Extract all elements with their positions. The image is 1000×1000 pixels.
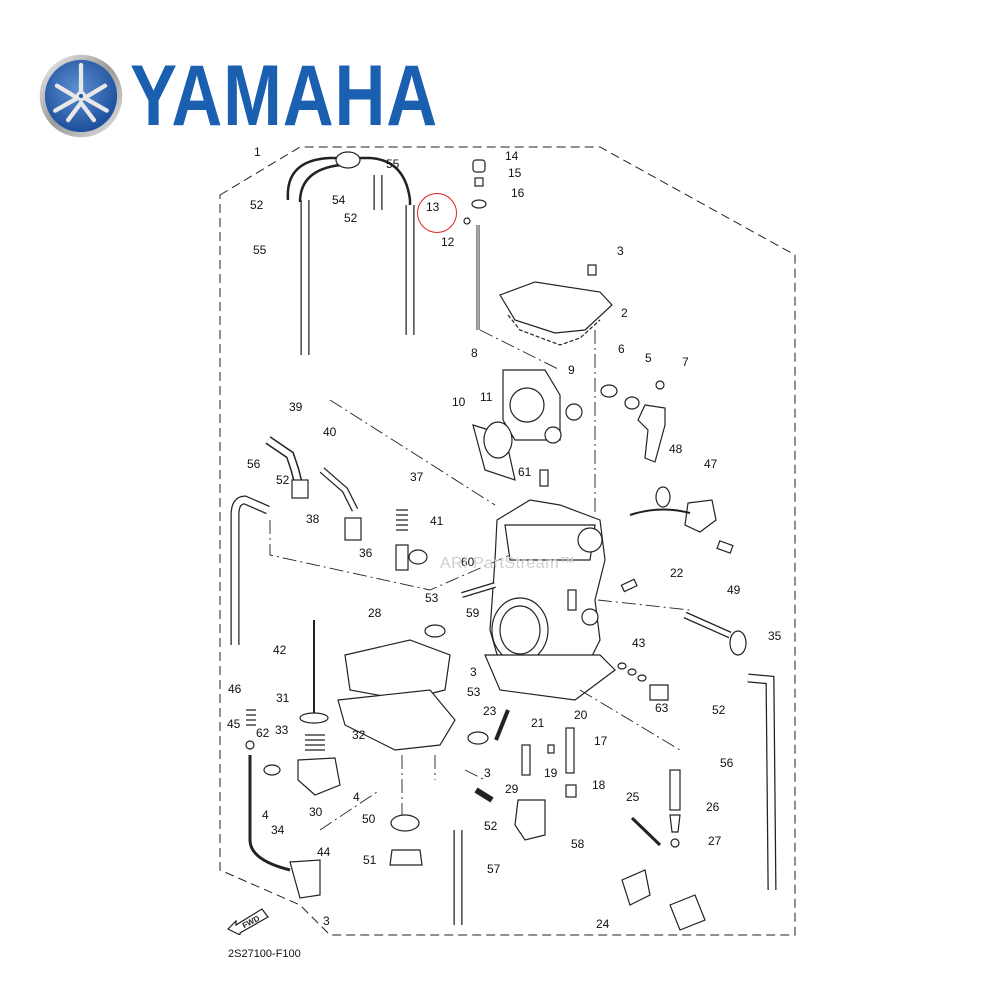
callout-61[interactable]: 61 xyxy=(518,465,532,479)
callout-33[interactable]: 33 xyxy=(275,723,289,737)
callout-51[interactable]: 51 xyxy=(363,853,377,867)
callout-7[interactable]: 7 xyxy=(682,355,689,369)
callout-24[interactable]: 24 xyxy=(596,917,610,931)
callout-29[interactable]: 29 xyxy=(505,782,519,796)
callout-20[interactable]: 20 xyxy=(574,708,588,722)
callout-37[interactable]: 37 xyxy=(410,470,424,484)
callout-40[interactable]: 40 xyxy=(323,425,337,439)
diagram-code: 2S27100-F100 xyxy=(228,948,301,960)
callout-35[interactable]: 35 xyxy=(768,629,782,643)
callout-14[interactable]: 14 xyxy=(505,149,519,163)
callout-32[interactable]: 32 xyxy=(352,728,366,742)
callout-26[interactable]: 26 xyxy=(706,800,720,814)
callout-21[interactable]: 21 xyxy=(531,716,545,730)
yamaha-tuning-fork-emblem-icon xyxy=(39,54,123,138)
callout-41[interactable]: 41 xyxy=(430,514,444,528)
callout-11[interactable]: 11 xyxy=(480,390,493,404)
callout-52[interactable]: 52 xyxy=(250,198,264,212)
callout-53[interactable]: 53 xyxy=(467,685,481,699)
callout-55[interactable]: 55 xyxy=(253,243,267,257)
callout-47[interactable]: 47 xyxy=(704,457,718,471)
callout-27[interactable]: 27 xyxy=(708,834,722,848)
highlighted-callout-circle xyxy=(417,193,457,233)
callout-56[interactable]: 56 xyxy=(720,756,734,770)
callout-43[interactable]: 43 xyxy=(632,636,646,650)
callout-34[interactable]: 34 xyxy=(271,823,285,837)
callout-30[interactable]: 30 xyxy=(309,805,323,819)
callout-45[interactable]: 45 xyxy=(227,717,241,731)
callout-17[interactable]: 17 xyxy=(594,734,608,748)
callout-38[interactable]: 38 xyxy=(306,512,320,526)
callout-50[interactable]: 50 xyxy=(362,812,376,826)
callout-57[interactable]: 57 xyxy=(487,862,501,876)
callout-59[interactable]: 59 xyxy=(466,606,480,620)
callout-19[interactable]: 19 xyxy=(544,766,558,780)
callout-10[interactable]: 10 xyxy=(452,395,466,409)
callout-12[interactable]: 12 xyxy=(441,235,455,249)
callout-22[interactable]: 22 xyxy=(670,566,684,580)
callout-48[interactable]: 48 xyxy=(669,442,683,456)
callout-13[interactable]: 13 xyxy=(426,200,440,214)
callout-25[interactable]: 25 xyxy=(626,790,640,804)
callout-3[interactable]: 3 xyxy=(484,766,491,780)
callout-63[interactable]: 63 xyxy=(655,701,669,715)
callout-4[interactable]: 4 xyxy=(262,808,269,822)
callout-46[interactable]: 46 xyxy=(228,682,242,696)
callout-39[interactable]: 39 xyxy=(289,400,303,414)
callout-62[interactable]: 62 xyxy=(256,726,270,740)
yamaha-logo: YAMAHA xyxy=(38,50,506,142)
callout-9[interactable]: 9 xyxy=(568,363,575,377)
callout-2[interactable]: 2 xyxy=(621,306,628,320)
callout-3[interactable]: 3 xyxy=(323,914,330,928)
callout-4[interactable]: 4 xyxy=(353,790,360,804)
callout-36[interactable]: 36 xyxy=(359,546,373,560)
callout-52[interactable]: 52 xyxy=(484,819,498,833)
forward-arrow-icon: FWD xyxy=(226,908,269,935)
callout-1[interactable]: 1 xyxy=(254,145,261,159)
callout-55[interactable]: 55 xyxy=(386,157,400,171)
callout-52[interactable]: 52 xyxy=(712,703,726,717)
callout-6[interactable]: 6 xyxy=(618,342,625,356)
watermark: ARI PartStream™ xyxy=(440,555,576,572)
callout-44[interactable]: 44 xyxy=(317,845,331,859)
assembly-boundary xyxy=(219,146,796,936)
callout-52[interactable]: 52 xyxy=(276,473,290,487)
callout-16[interactable]: 16 xyxy=(511,186,525,200)
callout-58[interactable]: 58 xyxy=(571,837,585,851)
callout-49[interactable]: 49 xyxy=(727,583,741,597)
callout-42[interactable]: 42 xyxy=(273,643,287,657)
callout-56[interactable]: 56 xyxy=(247,457,261,471)
callout-23[interactable]: 23 xyxy=(483,704,497,718)
callout-53[interactable]: 53 xyxy=(425,591,439,605)
brand-wordmark: YAMAHA xyxy=(130,48,438,144)
callout-60[interactable]: 60 xyxy=(461,555,475,569)
callout-8[interactable]: 8 xyxy=(471,346,478,360)
callout-31[interactable]: 31 xyxy=(276,691,290,705)
callout-5[interactable]: 5 xyxy=(645,351,652,365)
callout-15[interactable]: 15 xyxy=(508,166,522,180)
callout-3[interactable]: 3 xyxy=(617,244,624,258)
callout-3[interactable]: 3 xyxy=(470,665,477,679)
callout-54[interactable]: 54 xyxy=(332,193,346,207)
callout-52[interactable]: 52 xyxy=(344,211,358,225)
callout-28[interactable]: 28 xyxy=(368,606,382,620)
callout-18[interactable]: 18 xyxy=(592,778,606,792)
